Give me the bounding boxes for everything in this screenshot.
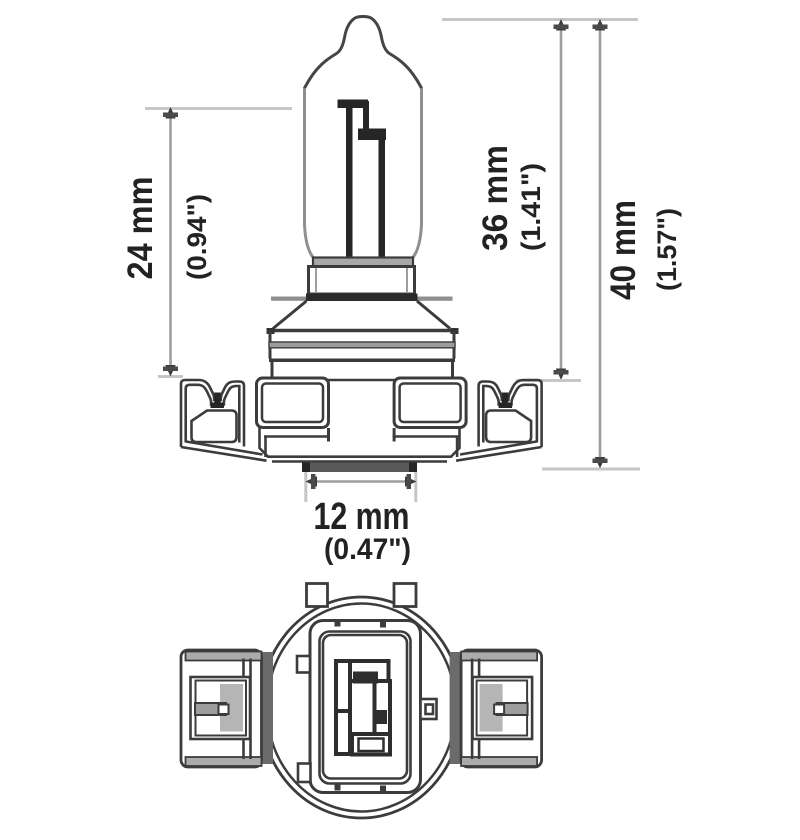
svg-text:(0.94"): (0.94") <box>182 194 212 280</box>
svg-text:24 mm: 24 mm <box>121 177 160 280</box>
svg-text:36 mm: 36 mm <box>476 145 515 251</box>
svg-text:40 mm: 40 mm <box>604 200 643 300</box>
svg-text:(1.57"): (1.57") <box>652 208 682 291</box>
svg-text:(1.41"): (1.41") <box>516 163 546 251</box>
svg-text:(0.47"): (0.47") <box>324 533 411 566</box>
svg-text:12 mm: 12 mm <box>314 496 410 538</box>
